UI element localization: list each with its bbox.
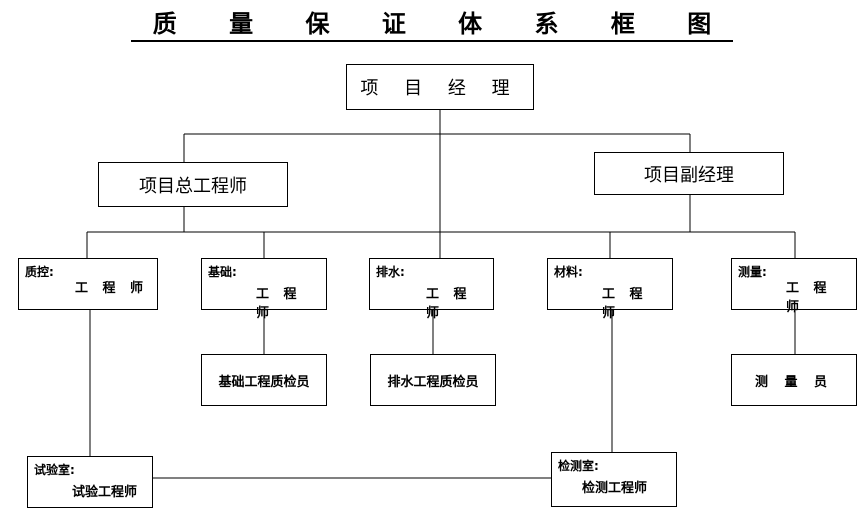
node-materials-engineer: 材料: 工 程 师 — [547, 258, 673, 321]
node-deputy-manager: 项目副经理 — [594, 152, 784, 195]
node-lab: 试验室: 试验工程师 — [27, 456, 153, 508]
node-surveyor: 测 量 员 — [731, 354, 857, 406]
node-drainage-engineer: 排水: 工 程 师 — [369, 258, 494, 321]
node-testing-room: 检测室: 检测工程师 — [551, 452, 677, 507]
node-survey-engineer: 测量: 工 程 师 — [731, 258, 857, 315]
node-foundation-inspector: 基础工程质检员 — [201, 354, 327, 406]
node-chief-engineer: 项目总工程师 — [98, 162, 288, 207]
chart-title: 质 量 保 证 体 系 框 图 — [0, 4, 864, 42]
node-project-manager: 项 目 经 理 — [346, 64, 534, 110]
node-foundation-engineer: 基础: 工 程 师 — [201, 258, 327, 321]
node-qc-engineer: 质控: 工 程 师 — [18, 258, 158, 310]
node-drainage-inspector: 排水工程质检员 — [370, 354, 496, 406]
